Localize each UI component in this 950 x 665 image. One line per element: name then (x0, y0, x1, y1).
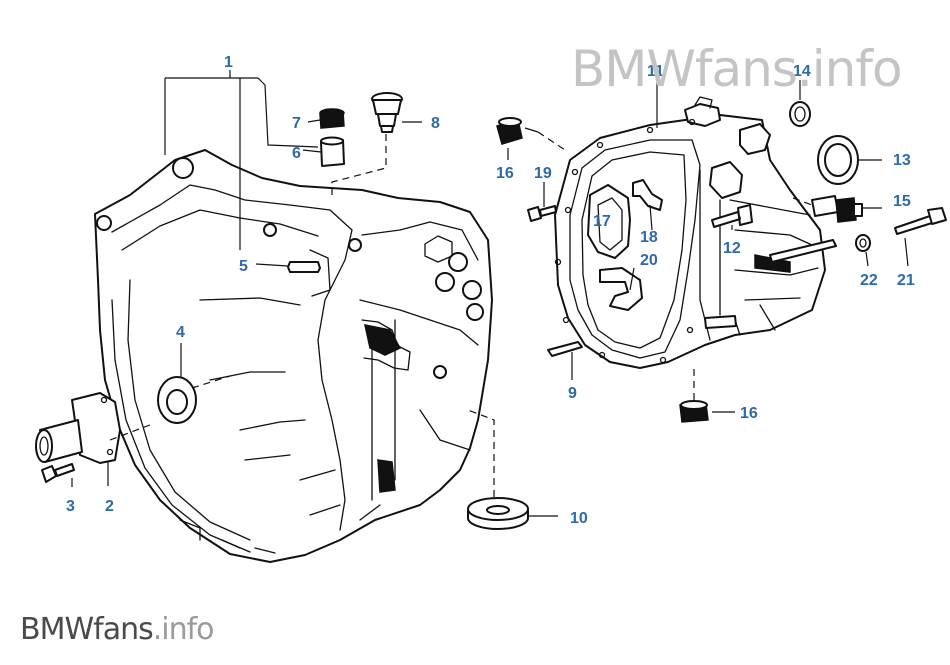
callout-11: 11 (647, 63, 664, 80)
bolt-12 (711, 204, 753, 228)
callout-20: 20 (640, 252, 658, 269)
washer-22 (855, 234, 871, 252)
callout-17: 17 (593, 213, 611, 230)
callout-13: 13 (893, 152, 911, 169)
dowel-pin (287, 261, 321, 273)
callout-8: 8 (431, 115, 440, 132)
watermark-bottom: BMWfans.info (20, 612, 215, 647)
callout-6: 6 (292, 145, 301, 162)
callout-5: 5 (239, 258, 248, 275)
bolt-21 (894, 207, 947, 235)
callout-16-bottom: 16 (740, 405, 758, 422)
bolt-19 (527, 205, 557, 222)
callout-3: 3 (66, 498, 75, 515)
callout-18: 18 (640, 229, 658, 246)
shaft-seal-13 (817, 135, 859, 185)
gearbox-case (554, 96, 837, 369)
watermark-top: BMWfans.info (571, 40, 903, 98)
watermark-brand: BMWfans (20, 612, 154, 647)
breather-vent (371, 92, 403, 133)
sensor-15 (811, 195, 863, 223)
callout-14: 14 (793, 63, 811, 80)
callout-21: 21 (897, 272, 915, 289)
callout-16-top: 16 (496, 165, 514, 182)
callout-1: 1 (224, 54, 233, 71)
plug-and-sleeve (319, 108, 345, 167)
washer (467, 497, 529, 530)
callout-9: 9 (568, 385, 577, 402)
bell-housing (94, 149, 493, 563)
screw-plug-bottom (679, 400, 709, 423)
callout-15: 15 (893, 193, 911, 210)
watermark-suffix: .info (152, 612, 215, 647)
callout-4: 4 (176, 324, 185, 341)
callout-2: 2 (105, 498, 114, 515)
leader-lines (71, 70, 909, 517)
callouts: 1 2 3 4 5 6 7 8 9 10 11 12 13 14 15 16 1… (66, 54, 915, 527)
screw-plug-top (496, 117, 523, 145)
callout-19: 19 (534, 165, 552, 182)
callout-22: 22 (860, 272, 878, 289)
bushing-14 (789, 101, 811, 127)
callout-7: 7 (292, 115, 301, 132)
callout-12: 12 (723, 240, 741, 257)
callout-10: 10 (570, 510, 588, 527)
pin-9 (547, 341, 583, 357)
guide-sleeve (35, 392, 121, 483)
